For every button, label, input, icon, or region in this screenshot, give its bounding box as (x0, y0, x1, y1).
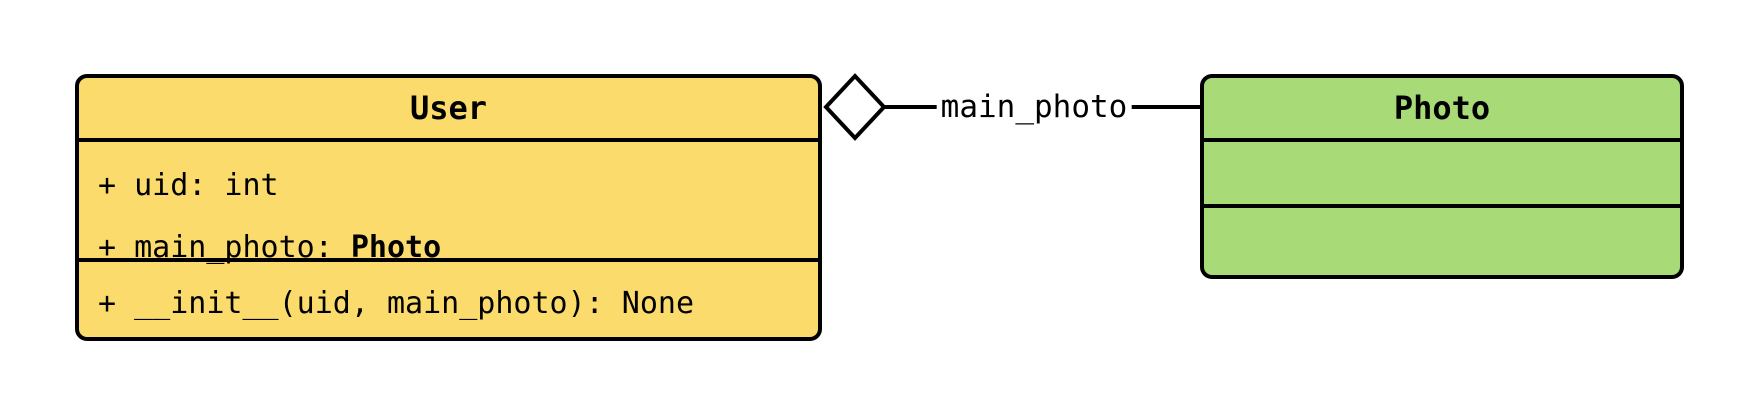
aggregation-diamond-icon (823, 73, 887, 141)
class-box-photo: Photo (1200, 74, 1684, 279)
user-methods-compartment: + __init__(uid, main_photo): None (79, 262, 818, 337)
relation-label: main_photo (936, 89, 1132, 125)
photo-attributes-compartment (1204, 142, 1680, 208)
photo-methods-compartment (1204, 208, 1680, 275)
attr-main-photo: + main_photo: Photo (98, 230, 441, 265)
class-title-photo: Photo (1204, 78, 1680, 142)
user-attributes-compartment: + uid: int + main_photo: Photo (79, 142, 818, 265)
attr-uid: + uid: int (98, 168, 279, 203)
class-title-user: User (79, 78, 818, 142)
attr-main-photo-type: Photo (350, 230, 442, 265)
attr-main-photo-prefix: + main_photo: (98, 230, 351, 265)
class-box-user: User + uid: int + main_photo: Photo + __… (75, 74, 822, 341)
method-init: + __init__(uid, main_photo): None (98, 286, 695, 321)
